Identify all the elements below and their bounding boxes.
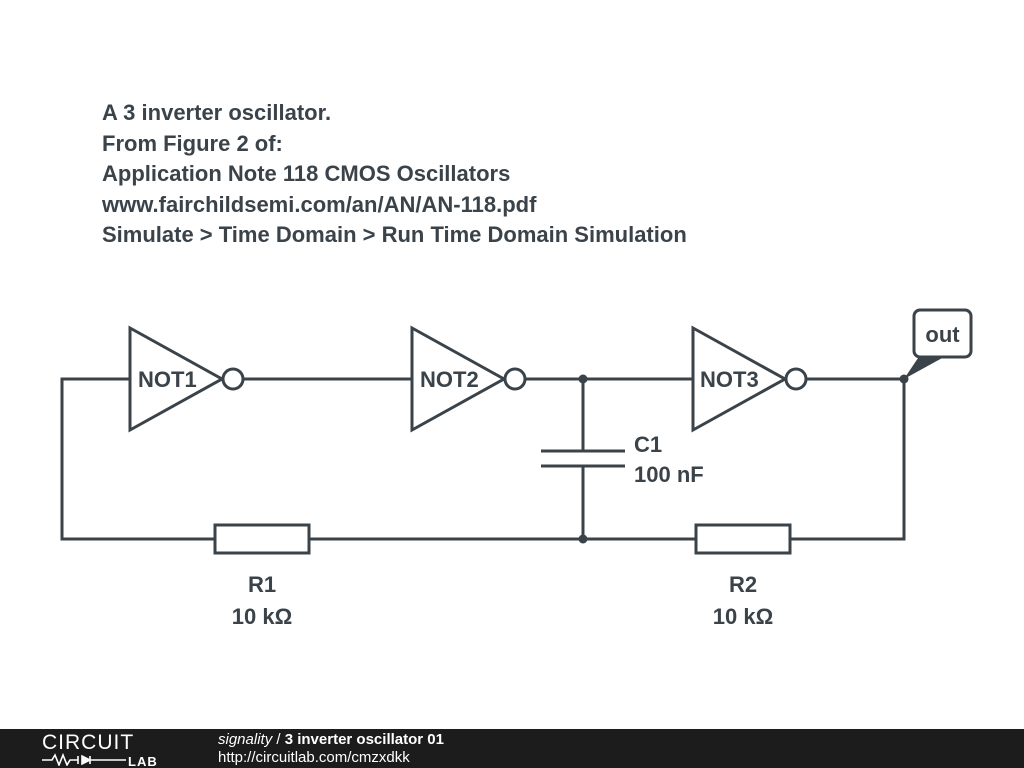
gate-label: NOT2: [420, 367, 479, 392]
resistor-r2[interactable]: [694, 523, 792, 555]
output-label-text: out: [925, 322, 960, 347]
footer-bar: CIRCUIT LAB signality / 3 inverter oscil…: [0, 729, 1024, 768]
inverter-not2[interactable]: [410, 325, 527, 433]
capacitor-value-label: 100 nF: [634, 462, 704, 487]
description-line: Application Note 118 CMOS Oscillators: [102, 161, 511, 186]
schematic-canvas[interactable]: out NOT1 NOT2 NOT3 C1 100 nF R1 10 kΩ R2…: [0, 0, 1024, 729]
circuitlab-logo[interactable]: CIRCUIT LAB: [40, 732, 180, 766]
circuit-description: A 3 inverter oscillator. From Figure 2 o…: [102, 98, 687, 251]
output-node-label[interactable]: out: [904, 308, 973, 379]
wire: [788, 377, 906, 541]
inverter-not3[interactable]: [691, 325, 808, 433]
logo-text-circuit: CIRCUIT: [42, 732, 134, 754]
description-line: From Figure 2 of:: [102, 130, 283, 156]
author-link[interactable]: signality: [218, 731, 273, 748]
separator: /: [276, 731, 281, 748]
resistor-name-label: R1: [248, 572, 276, 597]
footer-circuit-title: signality / 3 inverter oscillator 01: [218, 731, 444, 748]
description-line: A 3 inverter oscillator.: [102, 100, 332, 125]
description-line: Simulate > Time Domain > Run Time Domain…: [102, 222, 687, 247]
junction-dot: [578, 534, 588, 544]
junction-dot: [578, 374, 588, 384]
gate-label: NOT3: [700, 367, 759, 392]
resistor-value-label: 10 kΩ: [713, 604, 773, 629]
wire: [60, 377, 217, 541]
logo-text-lab: LAB: [128, 754, 158, 766]
inverter-not1[interactable]: [128, 325, 245, 433]
capacitor-name-label: C1: [634, 432, 662, 457]
gate-label: NOT1: [138, 367, 197, 392]
circuit-title: 3 inverter oscillator 01: [284, 731, 444, 748]
resistor-r1[interactable]: [213, 523, 311, 555]
capacitor-c1[interactable]: [541, 449, 625, 468]
resistor-value-label: 10 kΩ: [232, 604, 292, 629]
circuit-url-link[interactable]: http://circuitlab.com/cmzxdkk: [218, 749, 410, 766]
resistor-name-label: R2: [729, 572, 757, 597]
description-line: www.fairchildsemi.com/an/AN/AN-118.pdf: [102, 191, 537, 217]
